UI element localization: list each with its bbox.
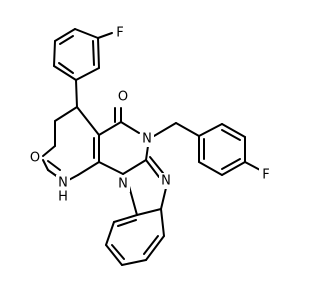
bond <box>122 159 147 175</box>
fluorine-label: F <box>262 168 269 183</box>
bond <box>145 235 165 261</box>
bond <box>136 208 162 216</box>
bond <box>149 156 164 174</box>
amide-nitrogen-atom: N <box>140 131 154 147</box>
bond <box>58 62 74 74</box>
bond <box>47 160 61 171</box>
bond <box>105 221 115 246</box>
oxygen-label: O <box>118 90 128 105</box>
fluorine-label: F <box>116 26 123 41</box>
bond <box>198 123 223 137</box>
bond <box>221 129 241 141</box>
structure-drawing: F O N O N N H N F <box>28 25 273 266</box>
bond <box>145 159 160 178</box>
bond <box>54 28 76 42</box>
bond <box>120 121 140 134</box>
bond <box>113 214 138 223</box>
atom-labels: F O N O N N H N F <box>28 25 273 205</box>
bond <box>42 159 49 171</box>
oxygen-label: O <box>30 151 40 166</box>
bond <box>175 122 200 137</box>
nh-nitrogen-label: N <box>58 176 68 191</box>
bond <box>98 121 122 136</box>
bond <box>143 235 159 255</box>
bond <box>221 161 246 176</box>
nh-group: N H <box>56 175 70 205</box>
bond <box>77 161 100 176</box>
bond <box>105 244 123 266</box>
nitrogen-label: N <box>118 177 128 192</box>
nitrogen-label: N <box>161 174 171 189</box>
fluorine-atom-top: F <box>113 25 127 41</box>
fluorine-atom-right: F <box>259 167 273 183</box>
bond <box>198 161 223 176</box>
bond <box>111 244 125 260</box>
bond <box>153 122 177 137</box>
bond <box>160 208 165 237</box>
bond <box>74 28 99 39</box>
bond-layer <box>42 28 263 266</box>
nitrogen-label: N <box>142 132 152 147</box>
bond <box>128 185 138 216</box>
oxygen-atom-lower: O <box>28 150 42 166</box>
bond <box>117 219 137 227</box>
bond <box>92 40 95 66</box>
bond <box>98 161 124 175</box>
fused-nitrogen-atom: N <box>116 176 130 192</box>
bond <box>121 259 147 266</box>
imidazole-nitrogen-atom: N <box>159 173 173 189</box>
bond <box>76 106 100 136</box>
oxygen-atom-upper: O <box>116 89 130 105</box>
bond <box>75 79 78 108</box>
bond <box>53 65 77 81</box>
bond <box>160 187 167 210</box>
bond <box>42 145 56 157</box>
bond <box>59 35 74 45</box>
bond <box>75 67 100 81</box>
bond <box>97 32 113 39</box>
bond <box>221 123 246 138</box>
bond <box>221 158 241 170</box>
bond <box>54 106 78 122</box>
nh-hydrogen-label: H <box>58 190 68 205</box>
bond <box>97 37 100 69</box>
bond <box>145 145 149 161</box>
molecule-canvas: F O N O N N H N F <box>28 25 273 266</box>
bond <box>53 40 56 67</box>
